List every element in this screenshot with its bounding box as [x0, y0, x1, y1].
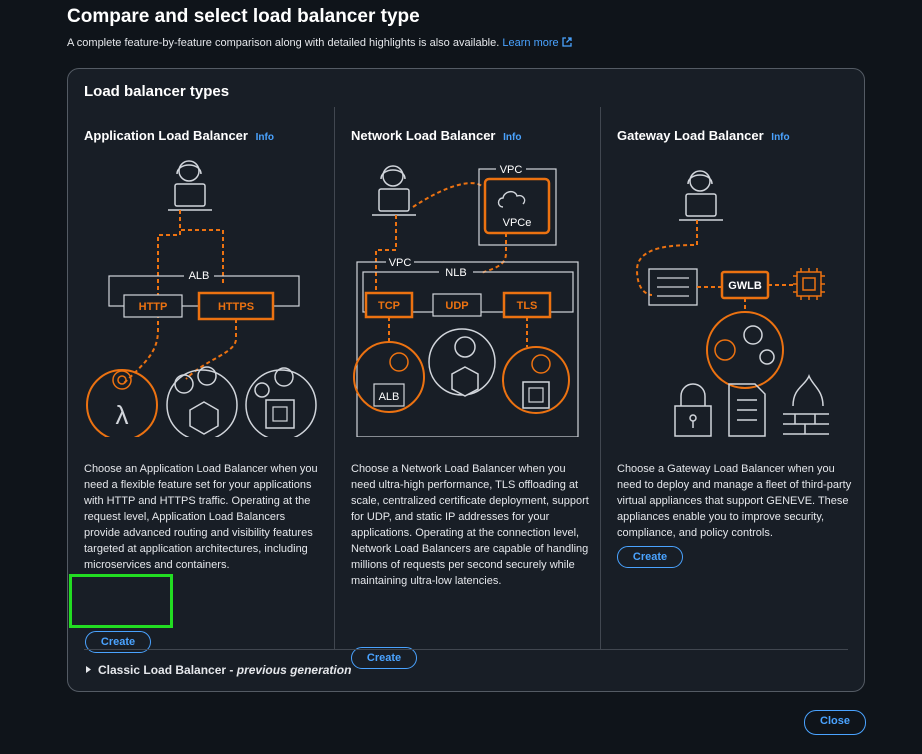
lambda-target-icon: λ — [86, 369, 158, 437]
instance-target-icon — [502, 346, 570, 414]
alb-info-link[interactable]: Info — [255, 132, 274, 143]
panel-title: Load balancer types — [84, 83, 230, 100]
page-subtitle: A complete feature-by-feature comparison… — [67, 37, 572, 49]
udp-listener-label: UDP — [445, 300, 468, 312]
container-target-icon — [166, 366, 238, 437]
alb-heading: Application Load Balancer Info — [84, 128, 274, 143]
gwlb-diagram: GWLB — [635, 170, 829, 437]
svg-text:λ: λ — [116, 400, 129, 430]
user-icon — [372, 165, 416, 216]
appliance-targets-icon — [706, 311, 784, 389]
alb-group-label: ALB — [189, 270, 210, 282]
panel-divider — [84, 649, 848, 650]
gwlb-description: Choose a Gateway Load Balancer when you … — [617, 463, 852, 539]
vpce-label: VPCe — [503, 217, 532, 229]
nlb-description: Choose a Network Load Balancer when you … — [351, 463, 589, 587]
nlb-diagram: VPC VPCe VPC NLB TCP UDP TLS ALB — [353, 163, 579, 437]
classic-load-balancer-toggle[interactable]: Classic Load Balancer - previous generat… — [84, 663, 351, 677]
classic-note: previous generation — [236, 663, 352, 677]
alb-target-icon: ALB — [353, 341, 425, 413]
gwlb-endpoint-label: GWLB — [728, 280, 762, 292]
traffic-list-icon — [648, 268, 698, 306]
tls-listener-label: TLS — [517, 300, 538, 312]
firewall-icon — [783, 373, 829, 435]
nlb-info-link[interactable]: Info — [503, 132, 522, 143]
lock-icon — [674, 383, 712, 437]
container-target-icon — [428, 328, 496, 397]
checklist-icon — [728, 383, 766, 437]
nlb-vpc-top-label: VPC — [500, 164, 523, 176]
gwlb-info-link[interactable]: Info — [771, 132, 790, 143]
nlb-group-label: NLB — [445, 267, 466, 279]
gwlb-heading: Gateway Load Balancer Info — [617, 128, 790, 143]
external-link-icon — [561, 37, 572, 47]
instance-target-icon — [245, 367, 317, 437]
appliance-chip-icon — [793, 268, 825, 300]
learn-more-link[interactable]: Learn more — [502, 37, 572, 49]
cloud-icon — [497, 191, 526, 208]
user-icon — [679, 170, 723, 221]
alb-diagram: ALB HTTP HTTPS λ — [86, 160, 317, 437]
tcp-listener-label: TCP — [378, 300, 400, 312]
alb-create-button[interactable]: Create — [85, 631, 151, 653]
gwlb-create-button[interactable]: Create — [617, 546, 683, 568]
page-title: Compare and select load balancer type — [67, 6, 420, 27]
http-listener-label: HTTP — [139, 301, 168, 313]
close-button[interactable]: Close — [804, 710, 866, 735]
highlight-box — [69, 574, 173, 628]
nlb-create-button[interactable]: Create — [351, 647, 417, 669]
nlb-heading: Network Load Balancer Info — [351, 128, 521, 143]
alb-title: Application Load Balancer — [84, 128, 248, 143]
alb-column: Application Load Balancer Info ALB HTTP … — [68, 107, 334, 653]
alb-description: Choose an Application Load Balancer when… — [84, 463, 318, 571]
subtitle-text: A complete feature-by-feature comparison… — [67, 37, 500, 49]
gwlb-title: Gateway Load Balancer — [617, 128, 764, 143]
nlb-target-alb-label: ALB — [379, 391, 400, 403]
nlb-column: Network Load Balancer Info VPC VPCe VPC — [334, 107, 601, 669]
classic-label: Classic Load Balancer - — [98, 663, 237, 677]
nlb-title: Network Load Balancer — [351, 128, 496, 143]
gwlb-column: Gateway Load Balancer Info GWLB — [600, 107, 867, 649]
caret-right-icon — [86, 666, 91, 673]
user-icon — [168, 160, 212, 211]
https-listener-label: HTTPS — [218, 301, 254, 313]
learn-more-label: Learn more — [502, 37, 559, 49]
nlb-vpc-label: VPC — [389, 257, 412, 269]
load-balancer-types-panel: Load balancer types Application Load Bal… — [67, 68, 865, 692]
